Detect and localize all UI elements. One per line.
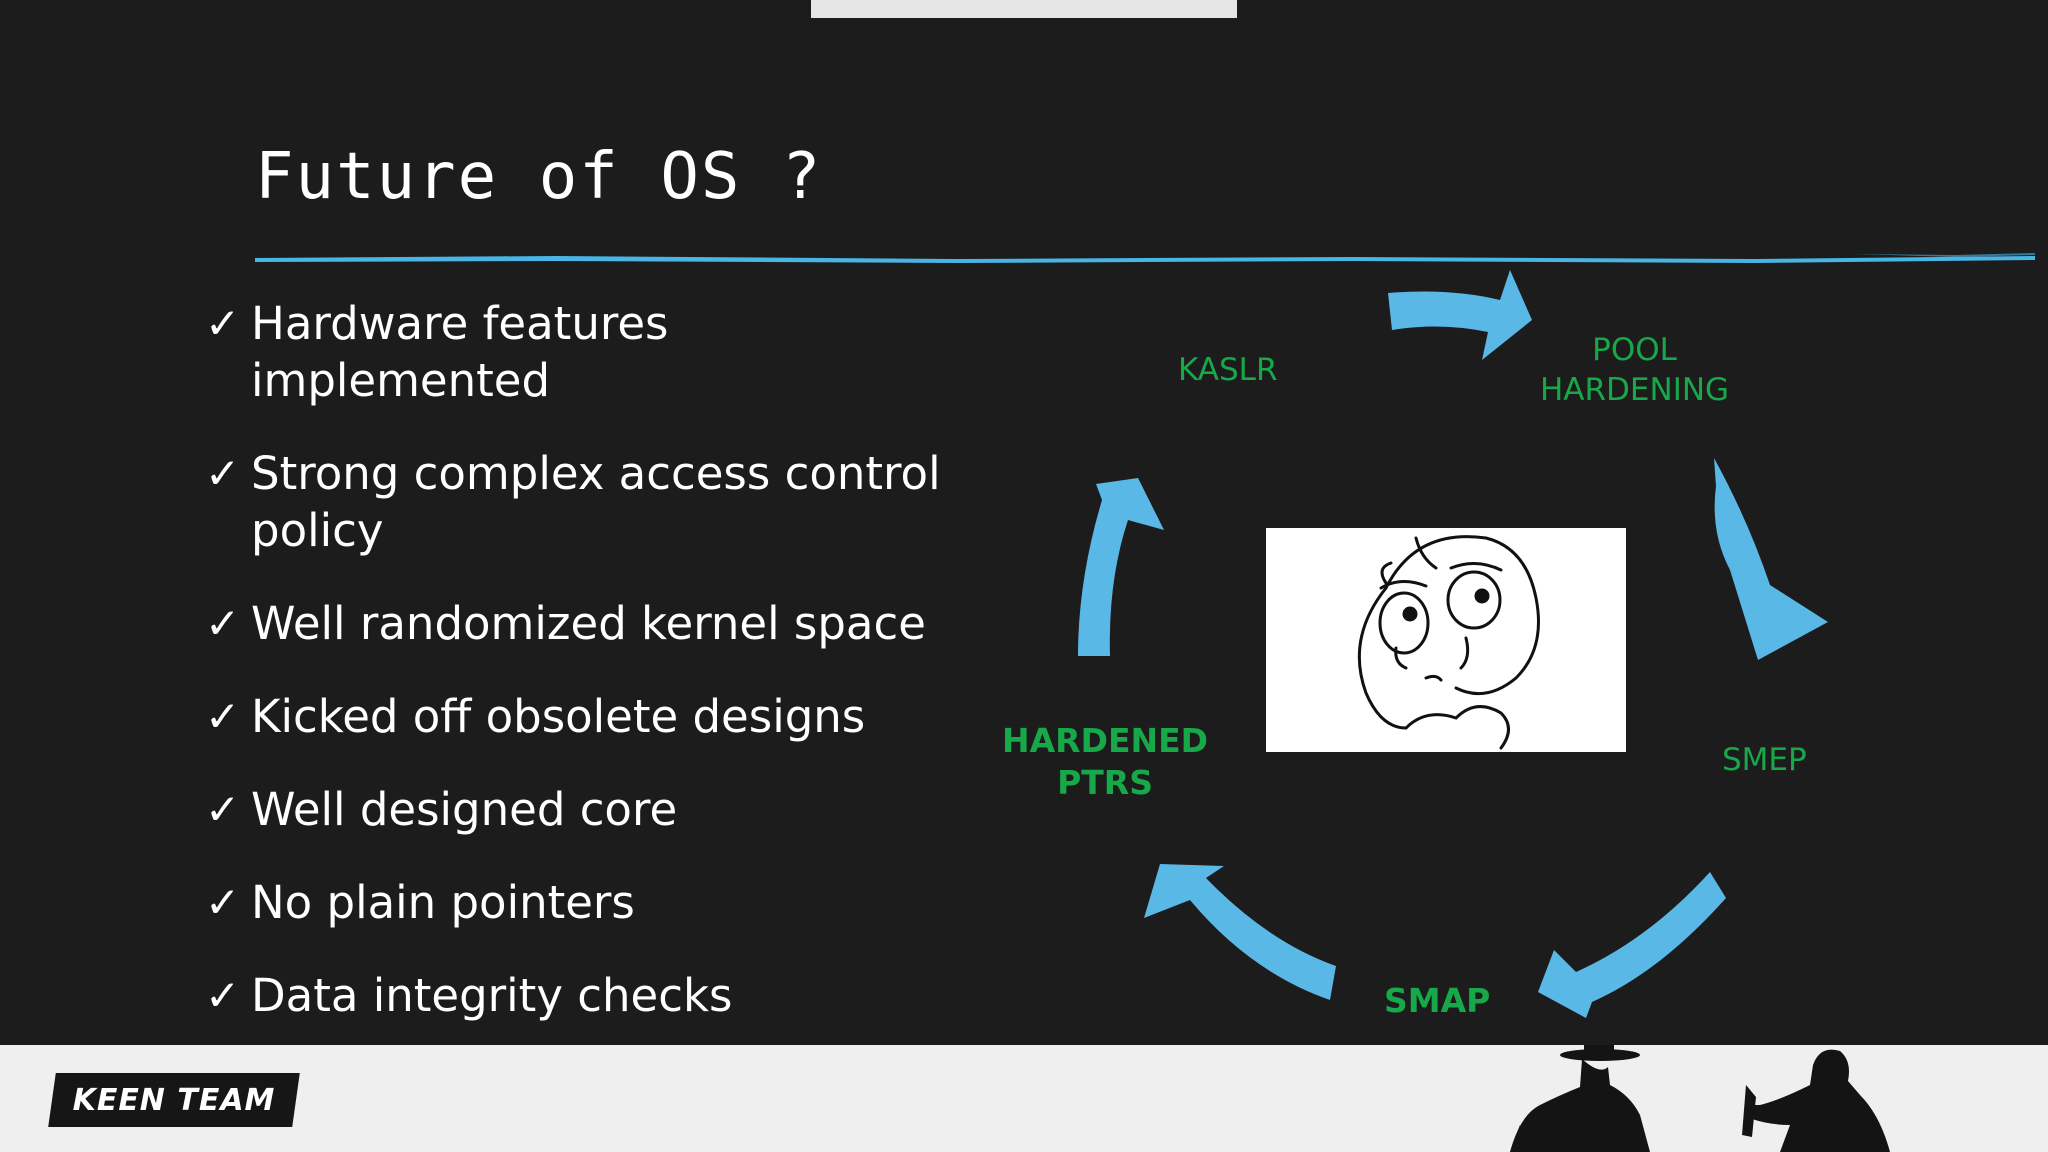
bullet-item: ✓Strong complex access control policy (205, 445, 965, 559)
slide-title: Future of OS ? (255, 140, 823, 214)
node-kaslr-label: KASLR (1178, 352, 1278, 388)
bullet-text: Strong complex access control policy (251, 447, 941, 557)
bullet-text: Hardware features implemented (251, 297, 669, 407)
check-icon: ✓ (205, 299, 241, 348)
bullet-text: Data integrity checks (251, 969, 733, 1022)
bullet-list: ✓Hardware features implemented ✓Strong c… (205, 295, 965, 1060)
arrow-smap-to-hardened (1144, 864, 1336, 1000)
check-icon: ✓ (205, 785, 241, 834)
node-smap: SMAP (1384, 980, 1490, 1022)
check-icon: ✓ (205, 971, 241, 1020)
bullet-text: Well designed core (251, 783, 678, 836)
slide: Future of OS ? ✓Hardware features implem… (205, 0, 2035, 1040)
node-smep: SMEP (1722, 740, 1807, 780)
bullet-item: ✓Hardware features implemented (205, 295, 965, 409)
title-underline (255, 253, 2035, 263)
bullet-text: Kicked off obsolete designs (251, 690, 866, 743)
arrow-pool-to-smep (1714, 458, 1828, 660)
thinking-face-image (1266, 528, 1626, 752)
bullet-item: ✓Well randomized kernel space (205, 595, 965, 652)
node-hardened-label-line1: HARDENED (1002, 721, 1209, 760)
bullet-item: ✓No plain pointers (205, 874, 965, 931)
martial-arts-figures-image (1510, 1045, 1890, 1152)
check-icon: ✓ (205, 599, 241, 648)
cycle-arrows (1078, 270, 1828, 1018)
thinking-face-icon (1357, 535, 1540, 750)
node-kaslr: KASLR (1178, 350, 1277, 390)
arrow-smep-to-smap (1538, 872, 1726, 1018)
keen-team-logo: KEEN TEAM (48, 1073, 300, 1127)
arrow-hardened-to-kaslr (1078, 478, 1164, 656)
check-icon: ✓ (205, 692, 241, 741)
top-tab (811, 0, 1237, 18)
footer-bar: KEEN TEAM (0, 1045, 2048, 1152)
security-cycle-diagram: KASLR POOL HARDENING SMEP SMAP HARDENED … (980, 260, 1880, 1040)
check-icon: ✓ (205, 878, 241, 927)
logo-text: KEEN TEAM (72, 1082, 276, 1118)
check-icon: ✓ (205, 449, 241, 498)
node-pool-label-line1: POOL (1592, 332, 1677, 368)
node-hardened-label-line2: PTRS (1057, 763, 1153, 802)
bullet-item: ✓Data integrity checks (205, 967, 965, 1024)
node-pool-hardening: POOL HARDENING (1540, 330, 1729, 410)
node-pool-label-line2: HARDENING (1540, 372, 1730, 408)
bullet-text: Well randomized kernel space (251, 597, 926, 650)
arrow-kaslr-to-pool (1388, 270, 1532, 360)
node-smap-label: SMAP (1384, 981, 1491, 1020)
node-smep-label: SMEP (1722, 742, 1807, 778)
bullet-text: No plain pointers (251, 876, 635, 929)
node-hardened-ptrs: HARDENED PTRS (1002, 720, 1208, 804)
bullet-item: ✓Well designed core (205, 781, 965, 838)
bullet-item: ✓Kicked off obsolete designs (205, 688, 965, 745)
